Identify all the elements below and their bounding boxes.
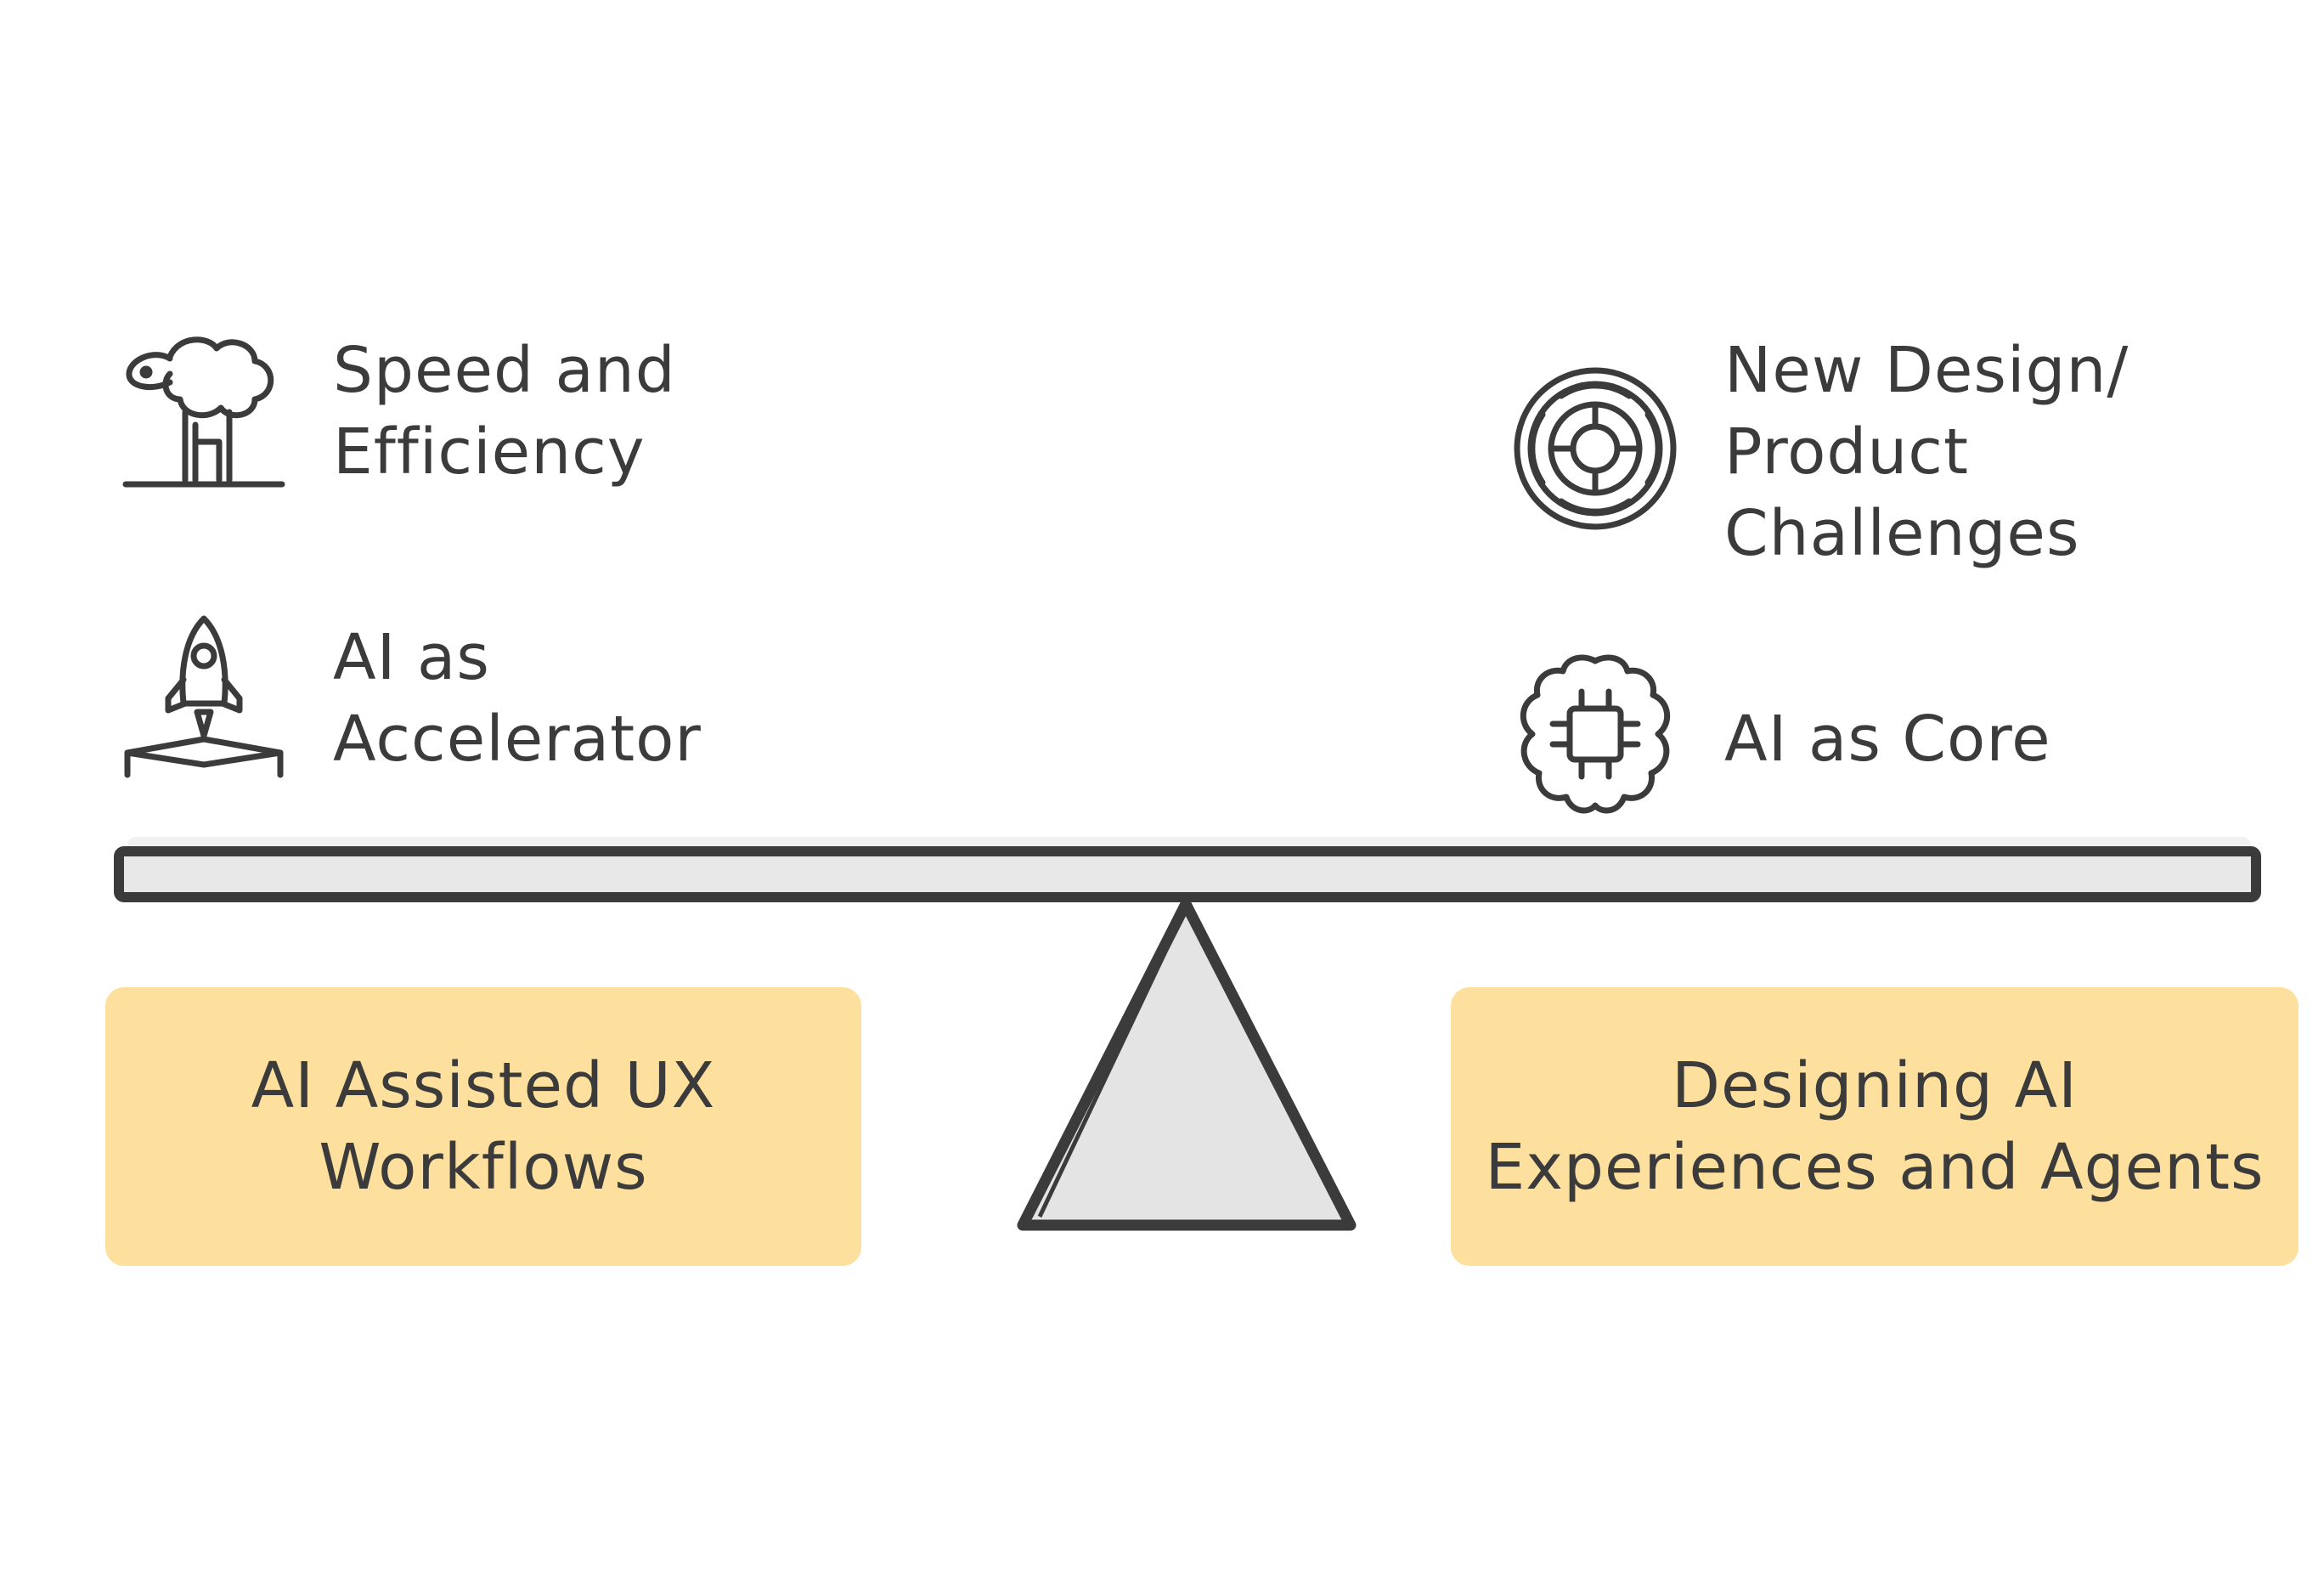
seesaw-plank <box>114 846 2261 902</box>
maze-icon <box>1514 367 1677 530</box>
right-item-label-1: New Design/ Product Challenges <box>1724 334 2129 570</box>
brain-chip-icon <box>1520 654 1671 814</box>
right-category-box: Designing AI Experiences and Agents <box>1451 987 2299 1266</box>
left-item-label-2: AI as Accelerator <box>333 621 702 776</box>
seesaw-fulcrum <box>1017 898 1357 1231</box>
right-item-label-2: AI as Core <box>1724 703 2051 776</box>
right-category-label: Designing AI Experiences and Agents <box>1485 1049 2265 1204</box>
sheep-icon <box>122 336 285 488</box>
left-category-label: AI Assisted UX Workflows <box>251 1049 716 1204</box>
left-category-box: AI Assisted UX Workflows <box>105 987 861 1266</box>
fulcrum-sketch-line <box>1037 914 1185 1218</box>
rocket-icon <box>124 615 284 778</box>
left-item-label-1: Speed and Efficiency <box>333 334 676 489</box>
